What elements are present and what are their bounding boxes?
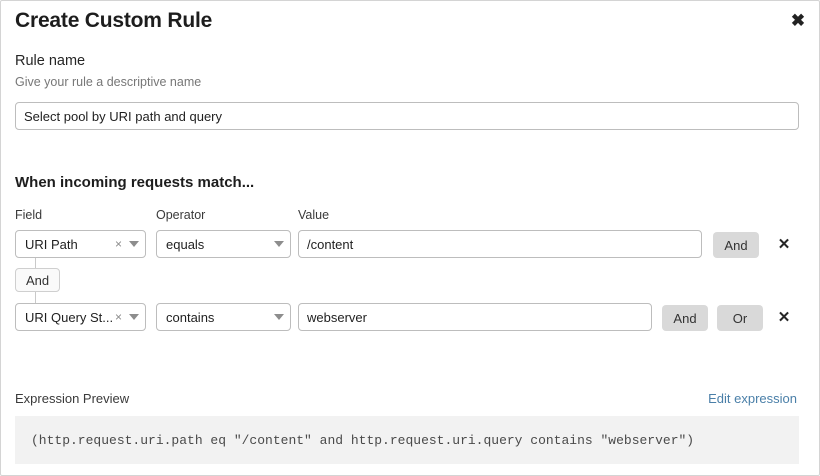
column-header-value: Value [298, 208, 330, 222]
field-clear-icon-row-2[interactable]: × [114, 310, 122, 324]
match-section-heading: When incoming requests match... [15, 174, 255, 191]
expression-preview-label: Expression Preview [15, 391, 130, 406]
field-select-row-1[interactable]: URI Path × [15, 230, 146, 258]
chevron-down-icon-operator-row-1 [274, 241, 284, 247]
operator-select-row-2-label: contains [166, 309, 215, 325]
chevron-down-icon-field-row-2 [129, 314, 139, 320]
delete-row-button-row-1[interactable]: ✕ [774, 233, 794, 255]
and-button-row-1[interactable]: And [713, 232, 759, 258]
column-header-field: Field [15, 208, 43, 222]
column-header-operator: Operator [156, 208, 206, 222]
delete-row-button-row-2[interactable]: ✕ [774, 306, 794, 328]
or-button-row-2[interactable]: Or [717, 305, 763, 331]
edit-expression-link[interactable]: Edit expression [708, 391, 797, 406]
rule-name-label: Rule name [15, 53, 86, 69]
group-connector-and[interactable]: And [15, 268, 61, 292]
field-clear-icon-row-1[interactable]: × [114, 237, 122, 251]
field-select-row-2-label: URI Query St... [25, 309, 114, 325]
connector-line-bottom [35, 292, 36, 303]
chevron-down-icon-field-row-1 [129, 241, 139, 247]
connector-line-top [35, 258, 36, 268]
chevron-down-icon-operator-row-2 [274, 314, 284, 320]
operator-select-row-1[interactable]: equals [156, 230, 291, 258]
close-icon[interactable]: ✖ [785, 7, 811, 33]
field-select-row-2[interactable]: URI Query St... × [15, 303, 146, 331]
value-input-row-1[interactable] [298, 230, 702, 258]
rule-name-hint: Give your rule a descriptive name [15, 75, 202, 89]
operator-select-row-2[interactable]: contains [156, 303, 291, 331]
field-select-row-1-label: URI Path [25, 236, 78, 252]
expression-preview-code: (http.request.uri.path eq "/content" and… [15, 416, 799, 464]
operator-select-row-1-label: equals [166, 236, 205, 252]
rule-name-input[interactable] [15, 102, 799, 130]
and-button-row-2[interactable]: And [662, 305, 708, 331]
value-input-row-2[interactable] [298, 303, 652, 331]
dialog-title: Create Custom Rule [15, 9, 213, 32]
